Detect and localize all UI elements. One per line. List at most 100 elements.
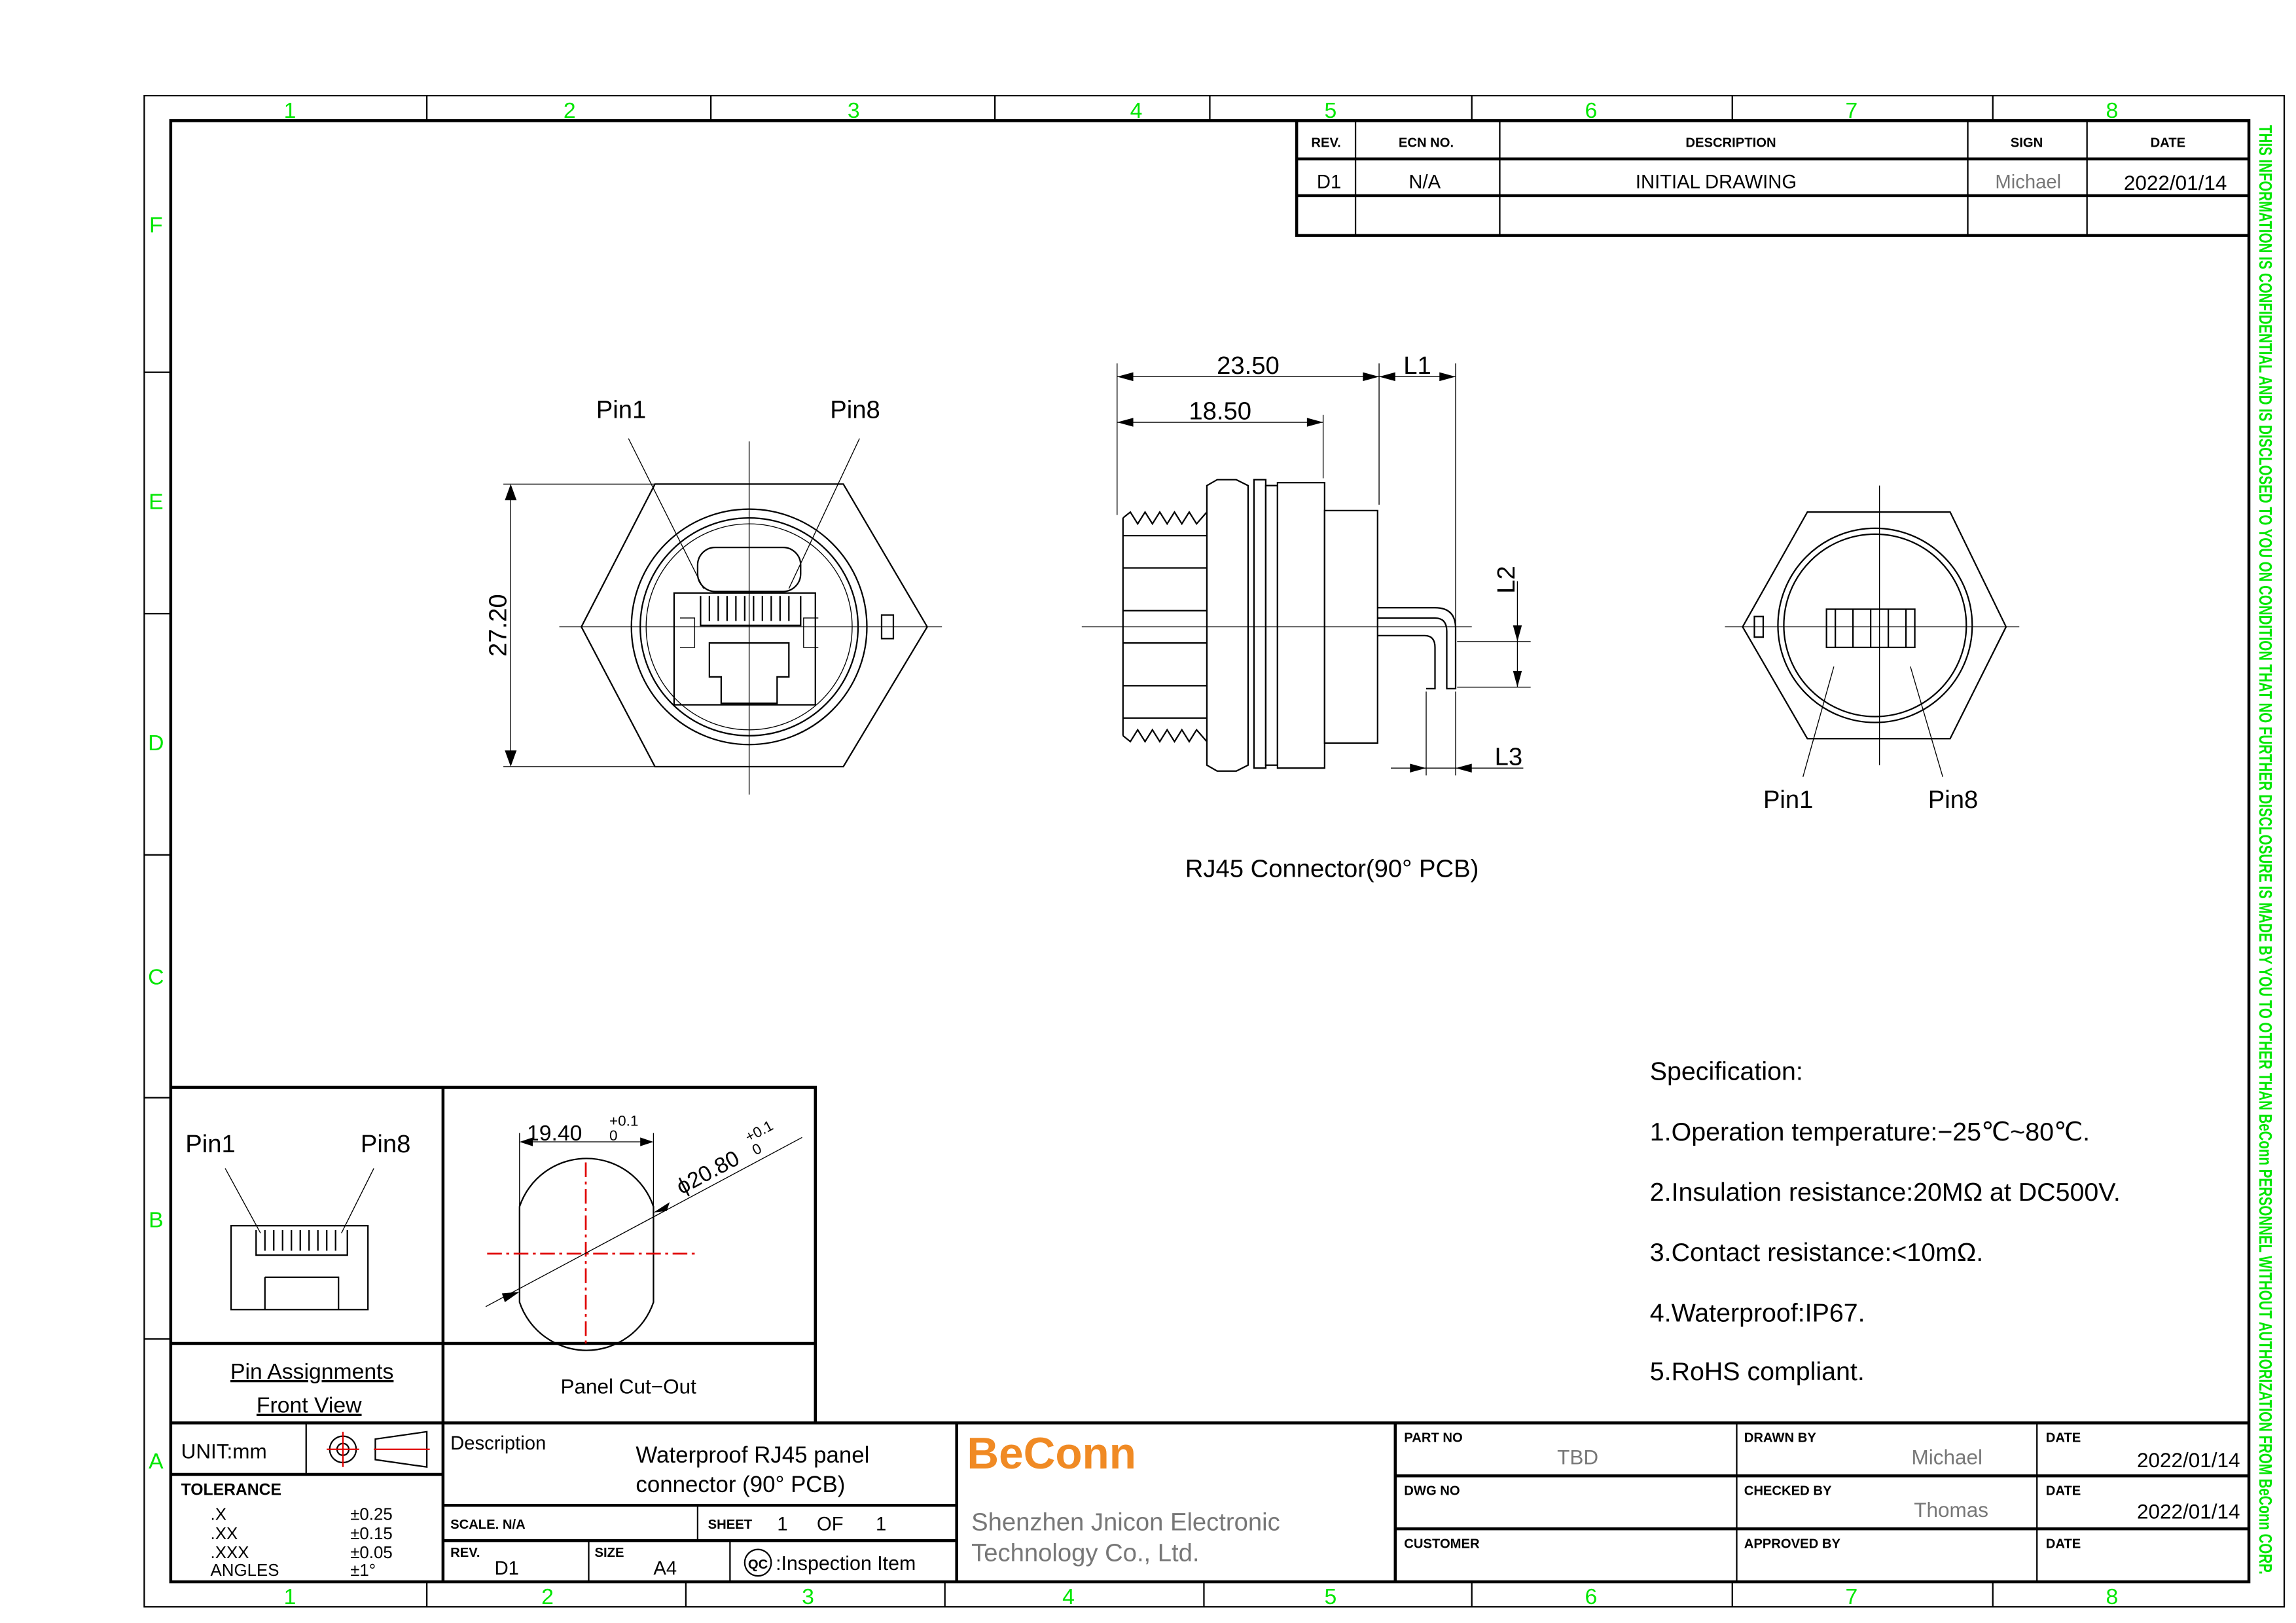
cutout-width-tol-plus: +0.1 — [609, 1112, 638, 1129]
zone-col-label: 8 — [2106, 1584, 2119, 1609]
front-pin1-label: Pin1 — [596, 395, 646, 424]
of-label: OF — [817, 1514, 844, 1535]
checked-by-value: Thomas — [1914, 1499, 1988, 1522]
company-line1: Shenzhen Jnicon Electronic — [971, 1508, 1280, 1536]
part-no-value: TBD — [1557, 1446, 1598, 1468]
brand-logo: BeConn — [967, 1429, 1136, 1478]
dwg-no-label: DWG NO — [1404, 1484, 1460, 1498]
cutout-width-tol-zero: 0 — [609, 1127, 618, 1144]
description-header: DESCRIPTION — [1685, 136, 1776, 151]
zone-col-label: 6 — [1585, 98, 1597, 123]
rear-view-drawing — [1725, 485, 2020, 777]
panel-cutout-drawing — [485, 1133, 802, 1351]
side-dim-l1: L1 — [1403, 352, 1431, 380]
tolerance-value: ±0.15 — [350, 1525, 393, 1543]
cutout-width-dim: 19.40 — [527, 1121, 582, 1146]
confidential-notice: THIS INFORMATION IS CONFIDENTIAL AND IS … — [2255, 125, 2276, 1575]
sheet-total: 1 — [876, 1514, 886, 1535]
size-value: A4 — [653, 1558, 677, 1579]
company-line2: Technology Co., Ltd. — [971, 1539, 1199, 1567]
side-dim-18-50: 18.50 — [1189, 397, 1251, 426]
part-no-label: PART NO — [1404, 1431, 1463, 1446]
sign-header: SIGN — [2011, 136, 2043, 151]
description-label: Description — [450, 1433, 546, 1454]
zone-col-label: 2 — [564, 98, 576, 123]
side-dim-23-50: 23.50 — [1217, 352, 1280, 380]
zone-row-label: D — [148, 731, 164, 756]
tolerance-value: ±0.05 — [350, 1544, 393, 1562]
ecn-cell: N/A — [1408, 172, 1441, 193]
zone-row-label: F — [149, 213, 163, 238]
qc-symbol-text: QC — [748, 1558, 768, 1572]
rear-pin1-label: Pin1 — [1763, 786, 1813, 814]
zone-col-label: 6 — [1585, 1584, 1597, 1609]
zone-col-label: 3 — [802, 1584, 814, 1609]
zone-col-label: 8 — [2106, 98, 2119, 123]
tolerance-key: ANGLES — [211, 1561, 279, 1580]
zone-col-label: 7 — [1846, 98, 1858, 123]
spec-item: 5.RoHS compliant. — [1650, 1357, 1865, 1386]
outer-border — [143, 94, 2286, 1608]
checked-date-label: DATE — [2046, 1484, 2081, 1498]
drawn-by-value: Michael — [1912, 1446, 1982, 1468]
front-height-dimension: 27.20 — [484, 594, 512, 657]
title-block — [170, 1421, 2250, 1582]
tolerance-key: .XX — [211, 1525, 238, 1543]
pin-assignments-panel — [170, 1085, 817, 1423]
drawn-by-label: DRAWN BY — [1744, 1431, 1817, 1446]
inner-border — [169, 119, 2251, 1584]
sign-cell: Michael — [1995, 172, 2061, 193]
spec-item: 4.Waterproof:IP67. — [1650, 1298, 1865, 1327]
spec-title: Specification: — [1650, 1057, 1803, 1086]
zone-col-label: 1 — [284, 1584, 296, 1609]
checked-date-value: 2022/01/14 — [2137, 1500, 2240, 1523]
front-view-drawing — [503, 438, 942, 795]
description-line2: connector (90° PCB) — [636, 1472, 845, 1497]
cutout-dia-dim: ϕ20.80 — [672, 1146, 744, 1199]
tolerance-key: .XXX — [211, 1544, 249, 1562]
zone-row-label: E — [149, 490, 164, 515]
zone-col-label: 7 — [1846, 1584, 1858, 1609]
ecn-header: ECN NO. — [1399, 136, 1454, 151]
scale-label: SCALE. N/A — [450, 1518, 526, 1532]
zone-col-label: 3 — [848, 98, 860, 123]
zone-labels-left: F E D C B A — [148, 213, 164, 1474]
spec-item: 2.Insulation resistance:20MΩ at DC500V. — [1650, 1178, 2121, 1207]
qc-symbol-icon — [744, 1548, 772, 1577]
view-caption: RJ45 Connector(90° PCB) — [1185, 855, 1479, 883]
approved-date-label: DATE — [2046, 1537, 2081, 1551]
zone-col-label: 2 — [541, 1584, 554, 1609]
revision-table: REV. ECN NO. DESCRIPTION SIGN DATE D1 N/… — [1295, 120, 2250, 237]
pa-subtitle: Front View — [257, 1393, 362, 1418]
zone-labels-top: 1 2 3 4 5 6 7 8 — [284, 98, 2119, 123]
drawn-date-label: DATE — [2046, 1431, 2081, 1446]
date-cell: 2022/01/14 — [2124, 172, 2227, 194]
tolerance-value: ±0.25 — [350, 1506, 393, 1524]
approved-by-label: APPROVED BY — [1744, 1537, 1841, 1551]
pa-pin1-label: Pin1 — [185, 1130, 235, 1158]
cutout-dia-tol-zero: 0 — [749, 1140, 764, 1158]
sheet-label: SHEET — [708, 1518, 753, 1532]
zone-row-label: A — [149, 1449, 164, 1474]
description-line1: Waterproof RJ45 panel — [636, 1442, 869, 1468]
projection-symbol-icon — [327, 1431, 430, 1468]
side-dim-l3: L3 — [1495, 743, 1523, 771]
size-label: SIZE — [594, 1546, 624, 1560]
sheet-number: 1 — [777, 1514, 787, 1535]
pa-pin8-label: Pin8 — [361, 1130, 410, 1158]
pa-title: Pin Assignments — [230, 1359, 393, 1384]
side-dim-l2: L2 — [1492, 566, 1520, 593]
cutout-title: Panel Cut−Out — [561, 1375, 697, 1398]
rev-cell: D1 — [1317, 172, 1341, 193]
rear-pin8-label: Pin8 — [1928, 786, 1978, 814]
rev-header: REV. — [1311, 136, 1340, 151]
date-header: DATE — [2151, 136, 2186, 151]
qc-label: :Inspection Item — [776, 1553, 916, 1575]
checked-by-label: CHECKED BY — [1744, 1484, 1832, 1498]
tolerance-key: .X — [211, 1506, 226, 1524]
description-cell: INITIAL DRAWING — [1636, 172, 1797, 193]
zone-labels-bottom: 1 2 3 4 5 6 7 8 — [284, 1584, 2119, 1609]
tolerance-label: TOLERANCE — [181, 1481, 281, 1499]
zone-row-label: B — [149, 1207, 164, 1232]
